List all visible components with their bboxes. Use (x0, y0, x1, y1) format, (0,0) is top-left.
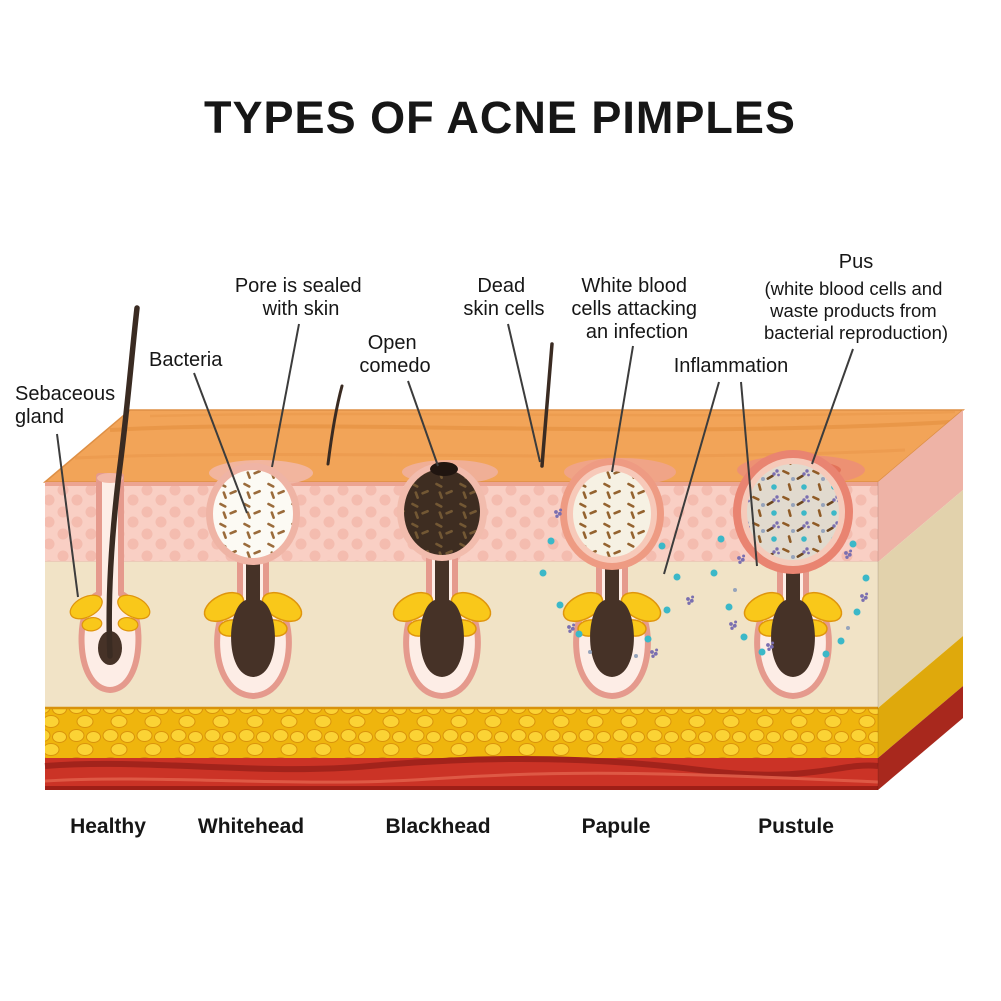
pointer-line (193, 372, 248, 514)
label-inflammation: Inflammation (674, 355, 789, 377)
follicle-papule (539, 458, 695, 696)
annotation-open-comedo: Open comedo (359, 332, 439, 467)
label-dead-skin-cells: Dead skin cells (463, 275, 544, 320)
pointer-line (740, 381, 758, 567)
subcutaneous-fat-layer (45, 706, 878, 758)
hair (540, 342, 554, 468)
annotation-dead-skin-cells: Dead skin cells (463, 275, 545, 463)
pointer-line (56, 433, 79, 598)
white-blood-cells (710, 535, 870, 658)
pointer-line (611, 345, 634, 473)
skin-side-face (878, 410, 963, 790)
page-title: TYPES OF ACNE PIMPLES (204, 92, 796, 143)
follicle-healthy (65, 305, 155, 693)
bacteria-specks (573, 471, 651, 557)
type-labels: Healthy Whitehead Blackhead Papule Pustu… (70, 815, 834, 838)
annotation-sebaceous-gland: Sebaceous gland (15, 383, 121, 598)
follicle-whitehead (199, 460, 313, 696)
white-blood-cells (539, 537, 681, 658)
pointer-line (507, 323, 541, 463)
label-bacteria: Bacteria (149, 349, 223, 371)
muscle-layer (44, 755, 879, 790)
annotation-inflammation: Inflammation (663, 355, 789, 575)
follicle-blackhead (388, 460, 498, 696)
pus-specks (747, 464, 839, 560)
dead-skin-specks (404, 469, 480, 555)
bacteria-specks (213, 470, 293, 558)
label-open-comedo: Open comedo (359, 332, 430, 377)
label-sebaceous-gland: Sebaceous gland (15, 383, 121, 428)
open-pore (430, 462, 458, 476)
type-label-pustule: Pustule (758, 815, 834, 838)
type-label-healthy: Healthy (70, 815, 146, 838)
pointer-line (271, 323, 300, 468)
type-label-papule: Papule (582, 815, 651, 838)
hair (326, 384, 344, 466)
follicle-pustule (710, 450, 870, 696)
label-pore-sealed: Pore is sealed with skin (235, 275, 367, 320)
annotation-bacteria: Bacteria (149, 349, 248, 514)
pointer-line (811, 348, 854, 465)
annotation-pore-sealed: Pore is sealed with skin (235, 275, 367, 468)
annotation-pus: Pus (white blood cells and waste product… (764, 251, 948, 465)
label-pus: Pus (839, 251, 873, 273)
annotation-white-blood-cells: White blood cells attacking an infection (571, 275, 702, 473)
pointer-line (407, 380, 439, 467)
type-label-blackhead: Blackhead (385, 815, 490, 838)
pointer-line (663, 381, 720, 575)
hair (106, 305, 140, 659)
label-pus-detail: (white blood cells and waste products fr… (764, 278, 948, 343)
type-label-whitehead: Whitehead (198, 815, 304, 838)
label-white-blood-cells: White blood cells attacking an infection (571, 275, 702, 343)
